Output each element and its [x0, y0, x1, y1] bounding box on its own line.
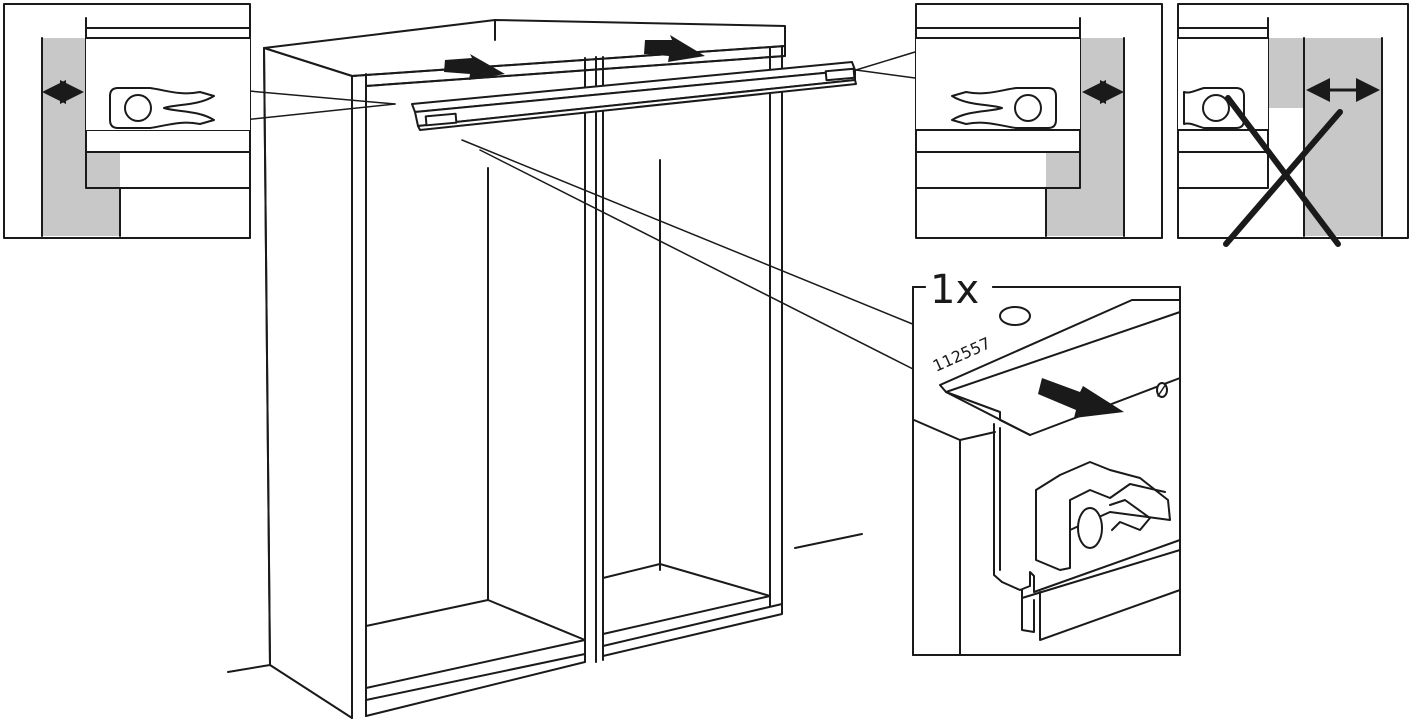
detail-panel-right [915, 3, 1163, 239]
detail-panel-incorrect [1177, 3, 1409, 247]
clip-part [1035, 461, 1171, 571]
push-arrow-icon [444, 35, 705, 80]
push-arrow-icon [1038, 378, 1124, 418]
wardrobe-rail [411, 61, 857, 131]
detail-panel-left [3, 3, 251, 239]
pin-part-icon [999, 306, 1031, 326]
cross-icon [1223, 95, 1343, 247]
closeup-panel: 1x 112557 [912, 267, 1181, 656]
quantity-label: 1x [930, 267, 979, 313]
wardrobe-frame [227, 19, 863, 719]
